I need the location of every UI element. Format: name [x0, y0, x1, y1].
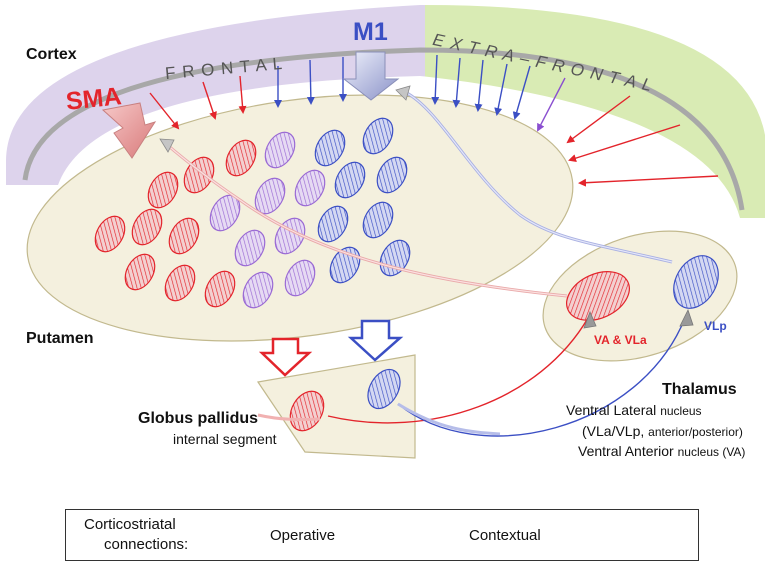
thalamus-vl-name: Ventral Lateral — [566, 402, 657, 418]
extra-frontal-arrow — [452, 57, 461, 108]
cortical-arrows — [149, 54, 719, 187]
thalamus-va-vla-oval — [566, 271, 630, 321]
putamen-subregions — [94, 117, 411, 309]
legend — [65, 509, 699, 561]
pallidothalamic-paths — [257, 308, 694, 437]
legend-contextual-label: Contextual — [469, 527, 541, 544]
gp-blue-operative-arrow — [347, 319, 404, 362]
putamen-label: Putamen — [26, 330, 94, 347]
thalamus-vl-abbrev: (VLa/VLp, — [582, 423, 645, 439]
m1-label: M1 — [353, 18, 388, 46]
thalamus-vl-nucleus: nucleus — [660, 404, 702, 418]
gp-title: Globus pallidus — [138, 410, 259, 427]
gp-red-operative-arrow — [258, 337, 313, 377]
legend-operative-label: Operative — [270, 527, 336, 544]
thalamus-title: Thalamus — [662, 381, 737, 398]
thalamus-line1: Ventral Lateral nucleus — [566, 402, 702, 418]
extra-frontal-arrow — [568, 124, 681, 162]
extra-frontal-arrow — [494, 63, 508, 116]
va-vla-label: VA & VLa — [594, 333, 647, 347]
extra-frontal-arrow — [578, 175, 719, 187]
thalamocortical-loops — [159, 85, 673, 298]
legend-title-line1: Corticostriatal — [84, 516, 176, 533]
extra-frontal-arrow — [512, 65, 531, 120]
thalamus-line3: Ventral Anterior nucleus (VA) — [578, 443, 745, 459]
legend-title-line2: connections: — [104, 536, 189, 553]
operative-arrows — [101, 51, 404, 377]
cortex-label: Cortex — [26, 46, 77, 63]
thalamus-va-nucleus: nucleus (VA) — [677, 445, 746, 459]
extra-frontal-arrow — [474, 59, 484, 112]
frontal-arrow — [238, 75, 247, 114]
extra-frontal-arrow — [431, 54, 440, 105]
m1-operative-arrow — [342, 51, 400, 101]
thalamus-vl-parts: anterior/posterior) — [648, 425, 743, 439]
sma-operative-arrow — [101, 102, 157, 159]
frontal-arrow — [306, 59, 315, 105]
vlp-label: VLp — [704, 319, 727, 333]
frontal-arrow — [149, 92, 180, 130]
sma-label: SMA — [64, 82, 123, 116]
extra-frontal-arrow — [537, 77, 566, 132]
thalamus-va-name: Ventral Anterior — [578, 443, 674, 459]
thalamus-line2: (VLa/VLp, anterior/posterior) — [582, 423, 743, 439]
gp-blue-subregion — [367, 368, 401, 410]
gp-subtitle: internal segment — [173, 431, 277, 447]
putamen-region — [26, 94, 574, 342]
extra-frontal-arrow — [566, 95, 631, 144]
thalamus-vlp-oval — [673, 255, 719, 309]
cortex-band — [5, 4, 765, 218]
frontal-arrow — [202, 81, 217, 120]
